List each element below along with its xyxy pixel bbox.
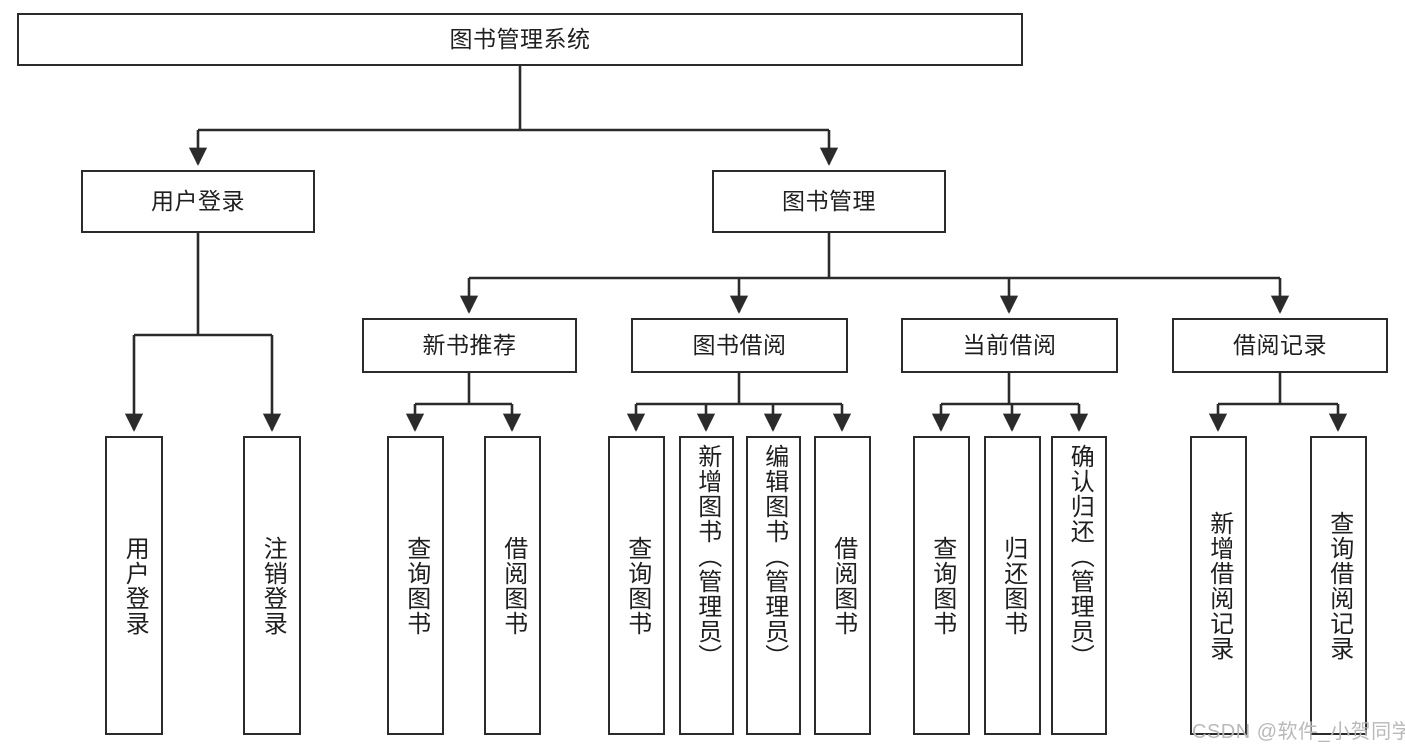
node-current-borrow[interactable]: 当前借阅 <box>901 318 1118 373</box>
node-leaf-edit-book[interactable]: 编辑图书（管理员） <box>746 436 801 735</box>
node-leaf-confirm-return-label: 确认归还（管理员） <box>1066 444 1094 669</box>
node-leaf-edit-book-label: 编辑图书（管理员） <box>760 444 788 669</box>
node-leaf-add-record-label: 新增借阅记录 <box>1205 510 1233 661</box>
node-leaf-return-book[interactable]: 归还图书 <box>984 436 1041 735</box>
node-borrow-records[interactable]: 借阅记录 <box>1172 318 1388 373</box>
node-leaf-borrow-book-1[interactable]: 借阅图书 <box>484 436 541 735</box>
node-leaf-query-book-3[interactable]: 查询图书 <box>913 436 970 735</box>
node-new-book-recommend[interactable]: 新书推荐 <box>362 318 577 373</box>
csdn-watermark: CSDN @软件_小贺同学 <box>1192 721 1405 743</box>
node-leaf-add-record[interactable]: 新增借阅记录 <box>1190 436 1247 735</box>
node-leaf-user-login[interactable]: 用户登录 <box>105 436 163 735</box>
node-leaf-query-book-1-label: 查询图书 <box>402 535 430 636</box>
node-leaf-logout-label: 注销登录 <box>259 535 287 636</box>
node-leaf-confirm-return[interactable]: 确认归还（管理员） <box>1051 436 1107 735</box>
node-leaf-query-book-3-label: 查询图书 <box>928 535 956 636</box>
node-leaf-add-book-label: 新增图书（管理员） <box>693 444 721 669</box>
node-book-borrow[interactable]: 图书借阅 <box>631 318 848 373</box>
node-new-book-recommend-label: 新书推荐 <box>422 331 517 358</box>
node-book-management-label: 图书管理 <box>782 187 876 214</box>
node-leaf-query-record-label: 查询借阅记录 <box>1325 510 1353 661</box>
node-leaf-return-book-label: 归还图书 <box>999 535 1027 636</box>
node-leaf-query-record[interactable]: 查询借阅记录 <box>1310 436 1367 735</box>
node-leaf-query-book-1[interactable]: 查询图书 <box>387 436 444 735</box>
node-book-borrow-label: 图书借阅 <box>692 331 787 358</box>
node-leaf-query-book-2-label: 查询图书 <box>623 535 651 636</box>
node-leaf-borrow-book-1-label: 借阅图书 <box>499 535 527 636</box>
node-leaf-logout[interactable]: 注销登录 <box>243 436 301 735</box>
node-root[interactable]: 图书管理系统 <box>17 13 1023 66</box>
node-borrow-records-label: 借阅记录 <box>1233 331 1327 358</box>
node-leaf-user-login-label: 用户登录 <box>121 535 149 636</box>
node-leaf-borrow-book-2-label: 借阅图书 <box>829 535 857 636</box>
node-user-login[interactable]: 用户登录 <box>81 170 315 233</box>
node-book-management[interactable]: 图书管理 <box>712 170 946 233</box>
node-leaf-borrow-book-2[interactable]: 借阅图书 <box>814 436 871 735</box>
node-leaf-query-book-2[interactable]: 查询图书 <box>608 436 665 735</box>
node-current-borrow-label: 当前借阅 <box>962 331 1057 358</box>
node-leaf-add-book[interactable]: 新增图书（管理员） <box>679 436 734 735</box>
node-root-label: 图书管理系统 <box>449 25 591 52</box>
node-user-login-label: 用户登录 <box>151 187 245 214</box>
